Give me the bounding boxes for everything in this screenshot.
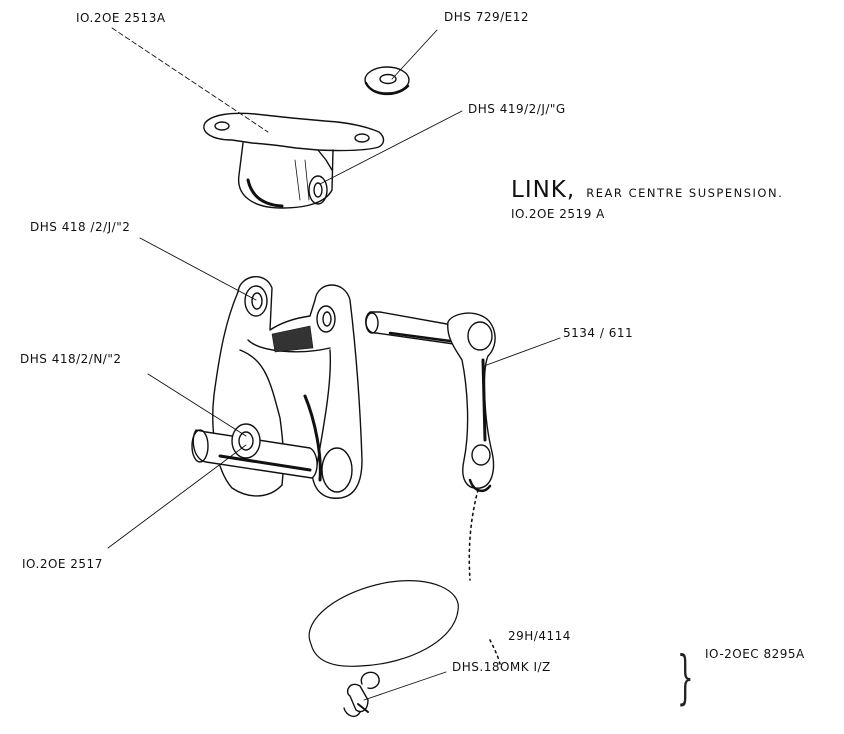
callout-assembly: IO-2OEC 8295A xyxy=(705,647,805,661)
link-body xyxy=(212,276,363,499)
title-rest: REAR CENTRE SUSPENSION. xyxy=(586,186,784,200)
callout-pin-small: 29H/4114 xyxy=(508,629,571,643)
callout-washer: DHS 729/E12 xyxy=(444,10,529,24)
spring-ring xyxy=(308,580,459,667)
callout-bush-link: DHS 418 /2/J/"2 xyxy=(30,220,131,234)
cross-pin xyxy=(191,423,318,479)
title-main: LINK, xyxy=(511,177,576,203)
callout-bracket: IO.2OE 2513A xyxy=(76,11,166,25)
title-part-number: IO.2OE 2519 A xyxy=(511,207,605,221)
leader-lines xyxy=(107,27,561,701)
drawing-title: LINK, REAR CENTRE SUSPENSION. xyxy=(511,177,783,203)
lever-5134-611 xyxy=(365,311,496,493)
brace-symbol: } xyxy=(677,643,694,711)
callout-bush-pin: DHS 418/2/N/"2 xyxy=(20,352,122,366)
clevis-pin xyxy=(343,671,380,718)
assembly-path-dotted xyxy=(468,489,501,665)
callout-lever: 5134 / 611 xyxy=(563,326,634,340)
mounting-bracket xyxy=(203,112,385,209)
washer xyxy=(364,66,410,96)
callout-spring-clip: DHS.18OMK I/Z xyxy=(452,660,551,674)
callout-bush-upper: DHS 419/2/J/"G xyxy=(468,102,566,116)
callout-pin: IO.2OE 2517 xyxy=(22,557,103,571)
